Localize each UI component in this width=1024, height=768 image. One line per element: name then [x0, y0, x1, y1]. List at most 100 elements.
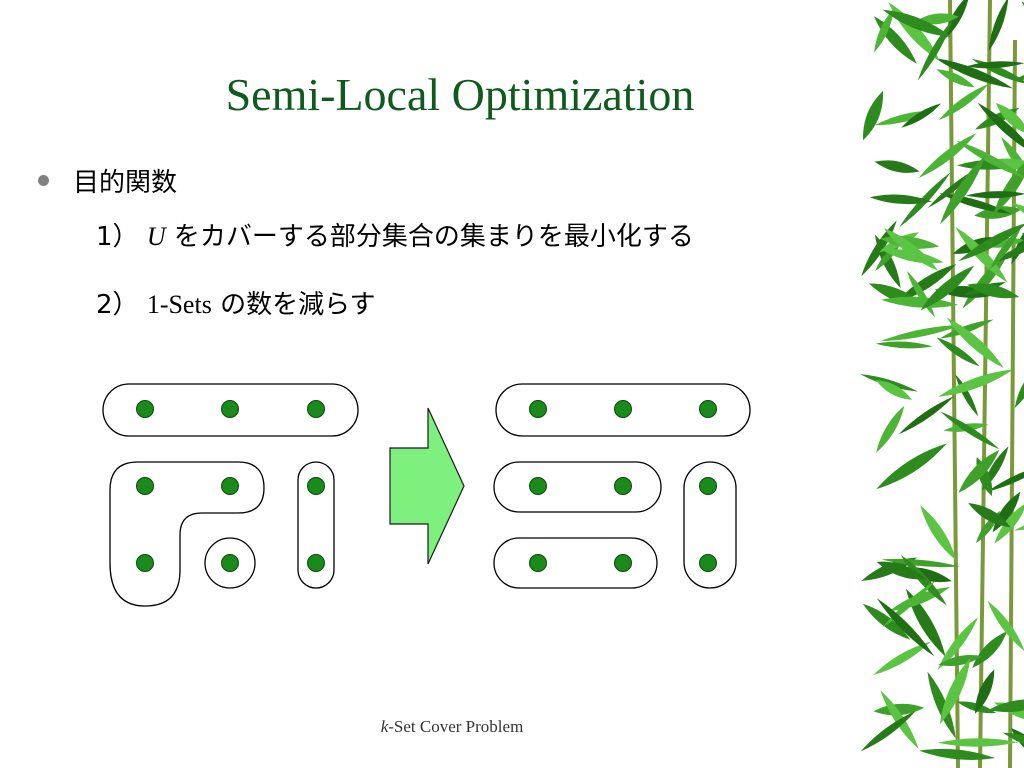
bamboo-decoration-icon — [860, 0, 1024, 768]
bamboo-leaf — [988, 0, 1009, 52]
transform-arrow-icon — [389, 407, 465, 565]
bamboo-leaf — [1014, 363, 1024, 408]
right-element-1 — [529, 400, 547, 418]
bamboo-leaf — [873, 641, 931, 675]
left-element-3 — [307, 400, 325, 418]
bamboo-leaves — [860, 0, 1024, 767]
universe-variable: U — [146, 222, 166, 251]
right-set-top — [495, 383, 751, 437]
bamboo-leaf — [883, 228, 939, 271]
bamboo-leaf — [875, 379, 912, 400]
bamboo-leaf — [863, 90, 884, 141]
bamboo-leaf — [918, 748, 996, 760]
bamboo-leaf — [958, 222, 1024, 262]
bamboo-leaf — [975, 669, 995, 714]
bamboo-leaf — [917, 18, 954, 81]
bamboo-leaf — [936, 69, 975, 88]
bamboo-leaf — [972, 631, 1007, 668]
left-element-1 — [136, 400, 154, 418]
right-set-middle — [493, 461, 662, 513]
bamboo-leaf — [937, 617, 979, 670]
bamboo-leaf — [873, 703, 925, 716]
bamboo-leaf — [958, 449, 1000, 493]
right-element-5 — [614, 477, 632, 495]
bamboo-leaf — [1012, 203, 1024, 224]
right-element-9 — [699, 554, 717, 572]
bamboo-leaf — [995, 103, 1024, 135]
bamboo-leaf — [1002, 732, 1024, 752]
bamboo-leaf — [1021, 1, 1024, 41]
bamboo-leaf — [989, 158, 1024, 171]
left-set-l-shape — [109, 461, 265, 607]
bamboo-leaf — [905, 588, 946, 657]
bamboo-leaf — [940, 411, 1000, 450]
bamboo-leaf — [989, 226, 1022, 270]
bamboo-leaf — [882, 9, 952, 37]
left-set-top — [102, 383, 359, 437]
bamboo-leaf — [876, 561, 927, 580]
bamboo-leaf — [937, 738, 1018, 747]
slide-footer: k-Set Cover Problem — [0, 717, 904, 737]
bamboo-leaf — [896, 264, 957, 303]
bullet-objective: 目的関数 — [38, 162, 177, 199]
bamboo-leaf — [956, 140, 1024, 178]
bamboo-leaf — [939, 319, 994, 339]
footer-k: k — [380, 717, 389, 736]
bamboo-leaf — [876, 598, 935, 657]
bamboo-leaf — [994, 502, 1024, 544]
bamboo-leaf — [901, 103, 942, 128]
right-set-bottom — [493, 537, 658, 589]
left-element-6 — [307, 477, 325, 495]
bamboo-leaf — [946, 317, 1004, 368]
bamboo-leaf — [860, 711, 916, 752]
bamboo-leaf — [880, 324, 962, 342]
bamboo-leaf — [939, 155, 986, 225]
right-set-vertical — [683, 461, 737, 589]
bamboo-leaf — [874, 160, 920, 173]
bamboo-leaf — [966, 61, 1024, 69]
bamboo-leaf — [938, 654, 983, 666]
bamboo-leaf — [967, 283, 1020, 299]
bamboo-leaf — [862, 603, 911, 640]
right-element-8 — [614, 554, 632, 572]
bamboo-leaf — [876, 443, 947, 490]
left-element-8 — [221, 554, 239, 572]
bamboo-leaf — [987, 600, 1024, 652]
right-element-7 — [529, 554, 547, 572]
bamboo-leaf — [881, 296, 959, 308]
right-element-6 — [699, 477, 717, 495]
bamboo-leaf — [875, 341, 933, 349]
left-element-5 — [221, 477, 239, 495]
slide-title: Semi-Local Optimization — [225, 69, 695, 120]
bamboo-leaf — [876, 405, 905, 453]
footer-text: -Set Cover Problem — [388, 717, 524, 736]
sub-item-2-text: の数を減らす — [220, 290, 376, 320]
sub-item-2: 2） 1-Sets の数を減らす — [96, 284, 376, 321]
bamboo-leaf — [898, 396, 955, 435]
bamboo-leaf — [900, 554, 947, 606]
bamboo-leaf — [869, 194, 932, 205]
sub-item-1-number: 1） — [96, 222, 139, 252]
left-set-vertical — [297, 461, 335, 589]
bamboo-leaf — [920, 265, 975, 311]
bamboo-leaf — [938, 83, 989, 121]
bamboo-leaf — [993, 156, 1024, 215]
bamboo-leaf — [920, 505, 957, 561]
bamboo-leaf — [987, 464, 1024, 492]
bamboo-leaf — [874, 8, 894, 53]
bamboo-leaf — [938, 369, 1014, 397]
bamboo-leaf — [918, 133, 977, 178]
bamboo-leaf — [968, 502, 1011, 528]
bamboo-leaf — [934, 57, 1013, 89]
left-element-4 — [136, 477, 154, 495]
left-element-7 — [136, 554, 154, 572]
sub-item-1-text: をカバーする部分集合の集まりを最小化する — [173, 222, 694, 252]
bamboo-leaf — [936, 337, 980, 367]
bamboo-leaf — [995, 236, 1024, 263]
bamboo-leaf — [875, 234, 901, 289]
bamboo-leaf — [977, 102, 1024, 155]
sub-item-1: 1） U をカバーする部分集合の集まりを最小化する — [96, 216, 694, 253]
bamboo-leaf — [939, 657, 971, 725]
bamboo-leaf — [881, 558, 960, 568]
left-set-single — [204, 537, 256, 589]
